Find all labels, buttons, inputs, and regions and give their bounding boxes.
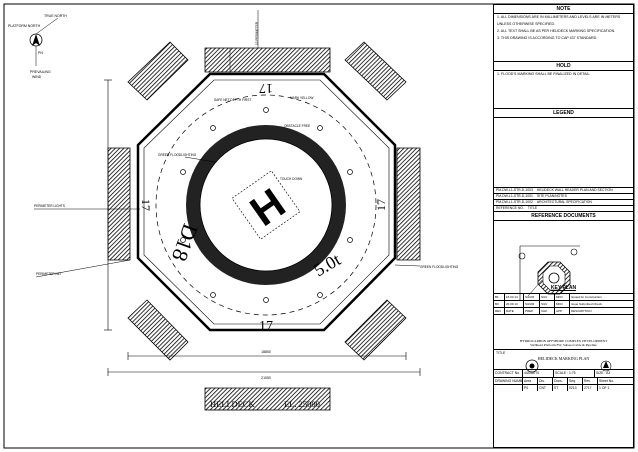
pn-label: PN [38,51,43,55]
dim-outer: 21050 [261,376,271,380]
legend-area [494,118,633,188]
dimension-lines [104,79,421,376]
drawing-title-block: HELIDECK MARKING PLAN [494,356,633,370]
note-2: 2. ALL TEXT SHALL BE AS PER HELIDECK MAR… [497,29,616,33]
company-name: HYDROCARBON OFFSHORE COMPLEX DEVELOPMENT [519,339,608,343]
label-left-marker: PERIMETER LIGHTS [34,204,65,208]
safety-net-panels [107,41,421,411]
perimeter-light-markers [180,107,353,303]
true-north-label: TRUE NORTH [44,14,67,18]
label-obstacle: OBSTACLE FREE [284,124,310,128]
tb-cols-row: DRAWING NUMBERAreaDis.Docs.Seq.Rev.Sheet… [494,378,633,385]
deck-number-right: 17 [374,199,388,211]
ref-row: REFERENCE NO.TITLE [494,206,633,212]
helideck-octagon-inner [143,79,390,325]
label-green-flood: GREEN FLOODLIGHTING [158,153,197,157]
company-logo-icon [525,359,539,373]
key-plan-diagram [518,245,580,300]
label-left-lower: PERIMETER NET [36,272,62,276]
deck-number-bottom: 17 [259,319,273,334]
key-plan-area: KEY PLAN [494,221,633,294]
project-name: Wellhead Platform FW, Subsea Cable & Pip… [494,343,633,350]
ref-docs-header: REFERENCE DOCUMENTS [494,212,633,221]
wind-label: WIND [32,75,42,79]
label-mark-yellow: MARK YELLOW [290,96,313,100]
title-label: TITLE [496,351,506,355]
drawing-title: HELI DECK [210,399,255,409]
note-3: 3. THIS DRAWING IS ACCORDING TO CAP 437 … [497,36,598,40]
drawing-elevation: EL. 25000 [284,399,320,409]
note-1b: UNLESS OTHERWISE SPECIFIED. [497,22,556,26]
hold-list: 1. FLOOD'S MARKING SHALL BE FINALIZED IN… [494,71,633,108]
note-1: 1. ALL DIMENSIONS ARE IN MILLIMETERS AND… [497,15,621,19]
label-right-lower: GREEN FLOODLIGHTING [420,265,459,269]
leader-lines [34,10,421,278]
label-safe-net: SAFE NET DEPTH FIRST [214,98,251,102]
label-top-dim: 12 PERIMETER [255,21,259,45]
obstacle-free-circle [155,94,377,316]
title-block-panel: NOTE 1. ALL DIMENSIONS ARE IN MILLIMETER… [493,4,634,448]
seal-icon [600,360,612,372]
dim-inner: 18850 [261,350,271,354]
deck-number-top: 17 [259,80,273,95]
label-touchdown: TOUCH DOWN [280,177,303,181]
hold-1: 1. FLOOD'S MARKING SHALL BE FINALIZED IN… [497,72,591,76]
hold-header: HOLD [494,61,633,71]
deck-number-left: 17 [139,199,153,211]
prevailing-label: PREVAILING [30,70,51,74]
sheet-border [3,3,635,449]
platform-north-label: PLATFORM NORTH [8,24,41,28]
notes-list: 1. ALL DIMENSIONS ARE IN MILLIMETERS AND… [494,14,633,61]
legend-header: LEGEND [494,108,633,118]
key-plan-label: KEY PLAN [550,285,577,291]
north-arrow-icon: TRUE NORTH PLATFORM NORTH PN PREVAILING … [8,14,67,79]
note-header: NOTE [494,5,633,14]
